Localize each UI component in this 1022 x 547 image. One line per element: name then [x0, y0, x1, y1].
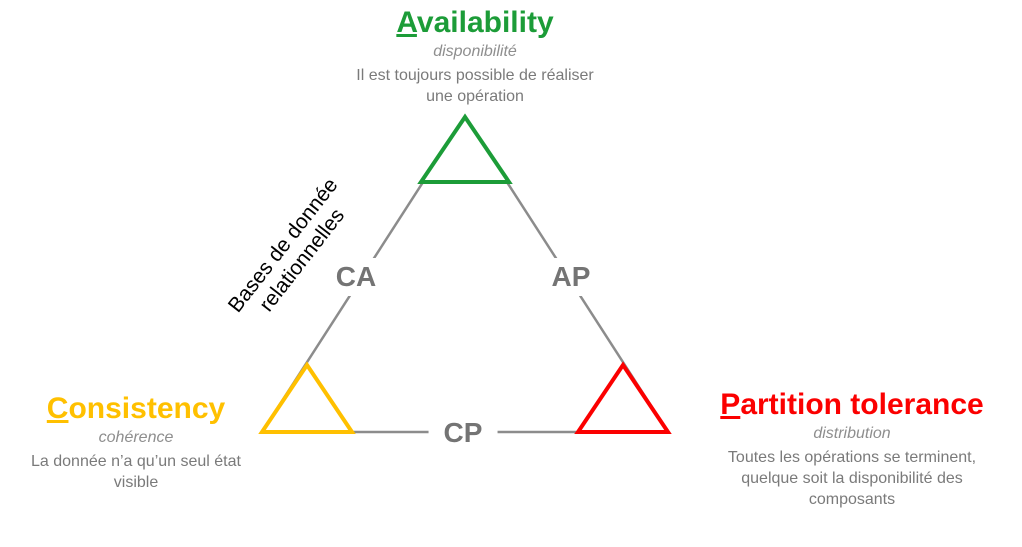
- partition-subtitle: distribution: [813, 425, 891, 442]
- consistency-desc-line1: La donnée n’a qu’un seul état: [31, 453, 241, 470]
- partition-title-initial: P: [720, 388, 741, 421]
- availability-desc-line1: Il est toujours possible de réaliser: [356, 67, 594, 84]
- partition-desc-line3: composants: [808, 491, 896, 508]
- partition-tolerance-node: Partition tolerance distribution Toutes …: [687, 388, 1017, 510]
- edge-label-ca: CA: [323, 258, 389, 296]
- availability-description: Il est toujours possible de réaliser une…: [340, 65, 610, 107]
- availability-title-initial: A: [396, 6, 417, 39]
- partition-description: Toutes les opérations se terminent, quel…: [687, 447, 1017, 510]
- consistency-subtitle: cohérence: [98, 429, 174, 446]
- consistency-title: Consistency: [6, 392, 266, 426]
- consistency-description: La donnée n’a qu’un seul état visible: [6, 451, 266, 493]
- availability-vertex-triangle: [417, 113, 513, 184]
- partition-title: Partition tolerance: [687, 388, 1017, 422]
- consistency-vertex-triangle: [258, 361, 356, 434]
- partition-title-rest: artition tolerance: [740, 388, 984, 421]
- partition-desc-line2: quelque soit la disponibilité des: [741, 470, 963, 487]
- partition-vertex-triangle: [574, 361, 672, 434]
- partition-desc-line1: Toutes les opérations se terminent,: [727, 449, 977, 466]
- consistency-title-rest: onsistency: [68, 392, 226, 425]
- consistency-node: Consistency cohérence La donnée n’a qu’u…: [6, 392, 266, 493]
- consistency-desc-line2: visible: [113, 474, 159, 491]
- availability-title-rest: vailability: [416, 6, 554, 39]
- edge-label-ap: AP: [539, 258, 603, 296]
- availability-subtitle: disponibilité: [433, 43, 517, 60]
- consistency-title-initial: C: [46, 392, 69, 425]
- availability-title: Availability: [340, 6, 610, 40]
- availability-node: Availability disponibilité Il est toujou…: [340, 6, 610, 107]
- edge-label-cp: CP: [428, 417, 498, 449]
- availability-desc-line2: une opération: [426, 88, 524, 105]
